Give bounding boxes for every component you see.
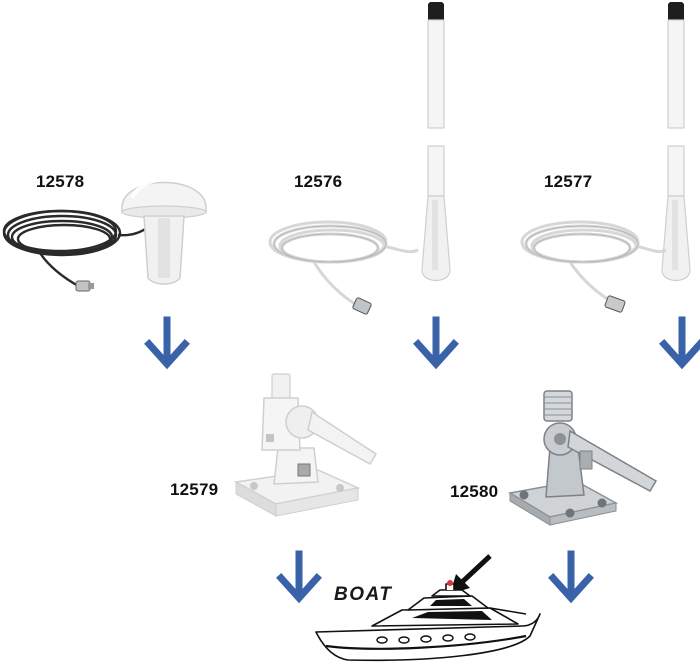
coax-cable-icon [520, 220, 667, 313]
mount-bracket-icon [233, 373, 378, 517]
mount-bracket-icon [507, 390, 658, 526]
down-arrow-icon [413, 316, 459, 370]
product-code-12579: 12579 [170, 480, 219, 499]
boat-icon [315, 580, 541, 662]
product-code-12576: 12576 [294, 172, 343, 191]
product-code-12580: 12580 [450, 482, 499, 501]
vhf-whip-antenna-icon [661, 2, 691, 282]
down-arrow-icon [144, 316, 190, 370]
coax-cable-icon [2, 209, 159, 292]
vhf-whip-antenna-icon [421, 2, 451, 282]
product-code-12577: 12577 [544, 172, 593, 191]
down-arrow-icon [659, 316, 700, 370]
gps-dome-antenna-icon [121, 177, 207, 285]
pointer-arrow-icon [450, 554, 492, 594]
down-arrow-icon [548, 550, 594, 604]
coax-cable-icon [268, 220, 419, 315]
boat-label: BOAT [334, 584, 393, 605]
down-arrow-icon [276, 550, 322, 604]
product-code-12578: 12578 [36, 172, 85, 191]
